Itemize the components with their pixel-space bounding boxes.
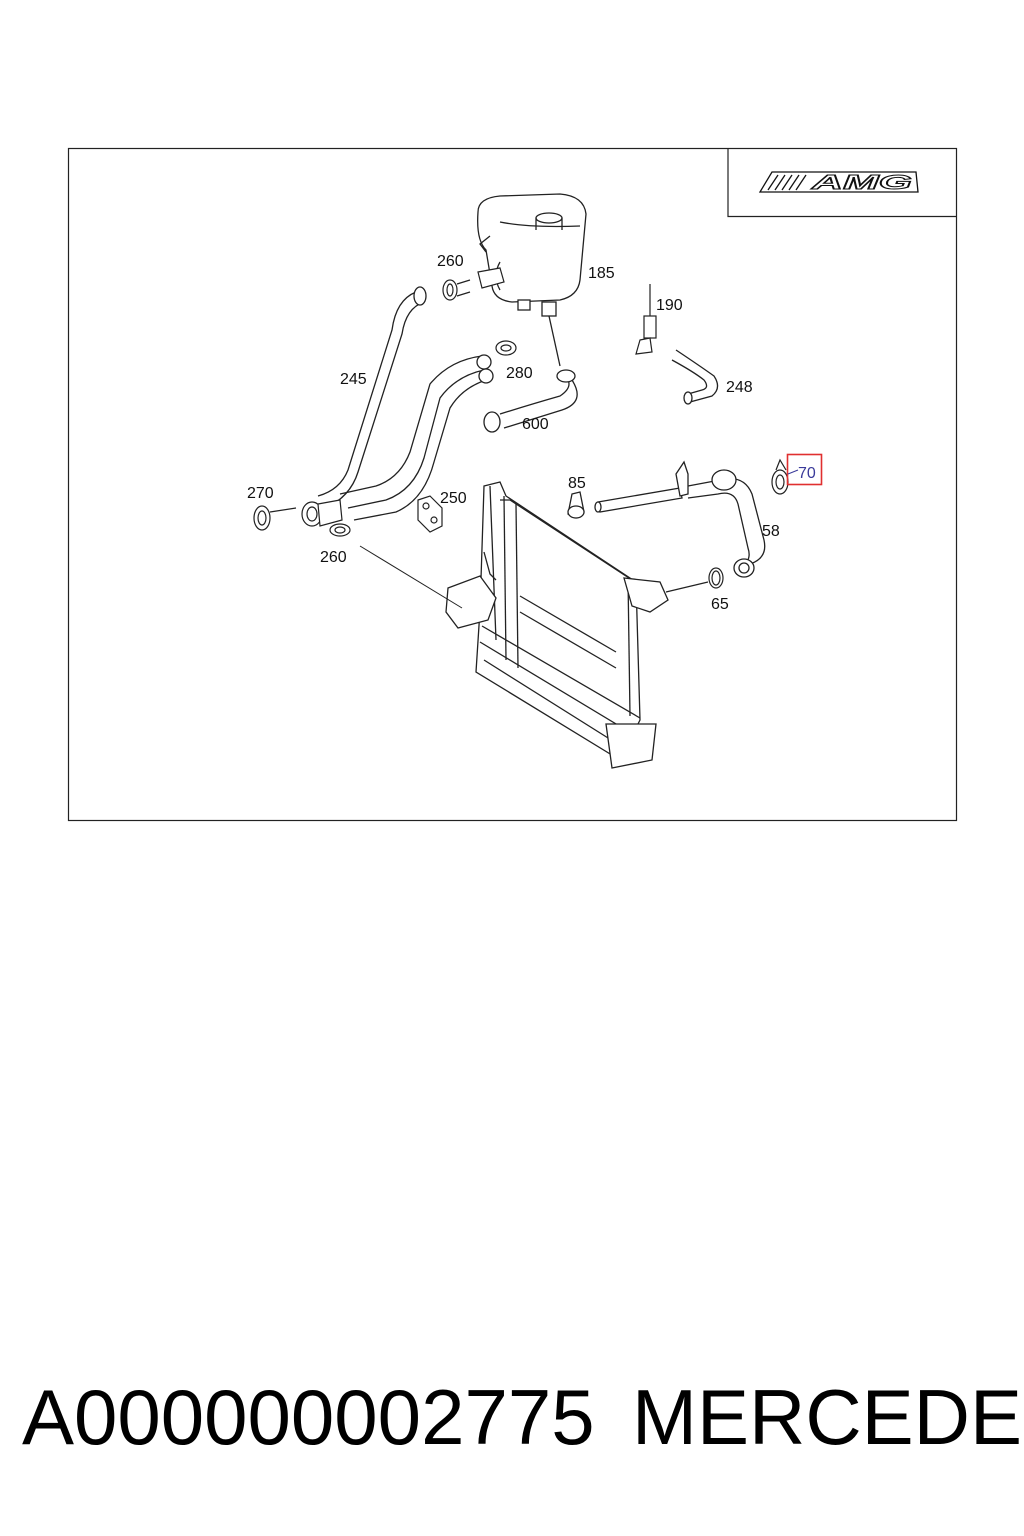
radiator bbox=[445, 481, 669, 769]
pipe-85 bbox=[567, 460, 689, 519]
callout-260-bottom: 260 bbox=[320, 549, 347, 566]
callout-260-top: 260 bbox=[437, 253, 464, 270]
hose-clamp-70 bbox=[771, 458, 789, 495]
expansion-tank bbox=[477, 193, 587, 317]
callout-85: 85 bbox=[568, 475, 586, 492]
callout-248: 248 bbox=[726, 379, 753, 396]
callout-245: 245 bbox=[340, 371, 367, 388]
tank-connector bbox=[477, 267, 505, 289]
callout-58: 58 bbox=[762, 523, 780, 540]
highlight-box bbox=[786, 453, 823, 486]
callout-70: 70 bbox=[798, 465, 816, 482]
hose-clamp-260-top bbox=[442, 279, 471, 301]
hose-58 bbox=[687, 469, 766, 578]
o-ring-65 bbox=[665, 567, 724, 593]
callout-190: 190 bbox=[656, 297, 683, 314]
leader-line-260-radiator bbox=[359, 545, 463, 609]
footer: A000000002775 MERCEDES bbox=[0, 1372, 1024, 1472]
part-number: A000000002775 bbox=[22, 1373, 595, 1461]
callout-280: 280 bbox=[506, 365, 533, 382]
amg-logo-text: AMG bbox=[810, 172, 912, 194]
brand-name: MERCEDES bbox=[632, 1373, 1024, 1461]
callout-600: 600 bbox=[522, 416, 549, 433]
diagram-frame bbox=[67, 147, 958, 822]
amg-logo: AMG bbox=[758, 171, 919, 195]
hose-clamp-260-bottom bbox=[329, 523, 351, 537]
highlight-70: 70 bbox=[786, 453, 823, 486]
hose-600 bbox=[483, 315, 578, 433]
sensor-190 bbox=[635, 284, 657, 355]
clip-250 bbox=[417, 495, 443, 533]
hose-clamp-270 bbox=[253, 505, 297, 531]
hose-clamp-280 bbox=[495, 340, 517, 356]
callout-65: 65 bbox=[711, 596, 729, 613]
connector-junction bbox=[301, 499, 343, 527]
parts-diagram: AMG bbox=[67, 147, 958, 822]
hose-pair bbox=[339, 354, 494, 521]
callout-250: 250 bbox=[440, 490, 467, 507]
callout-270: 270 bbox=[247, 485, 274, 502]
hose-248 bbox=[671, 349, 719, 405]
amg-logo-box: AMG bbox=[727, 148, 956, 218]
hose-245 bbox=[317, 286, 427, 511]
callout-185: 185 bbox=[588, 265, 615, 282]
